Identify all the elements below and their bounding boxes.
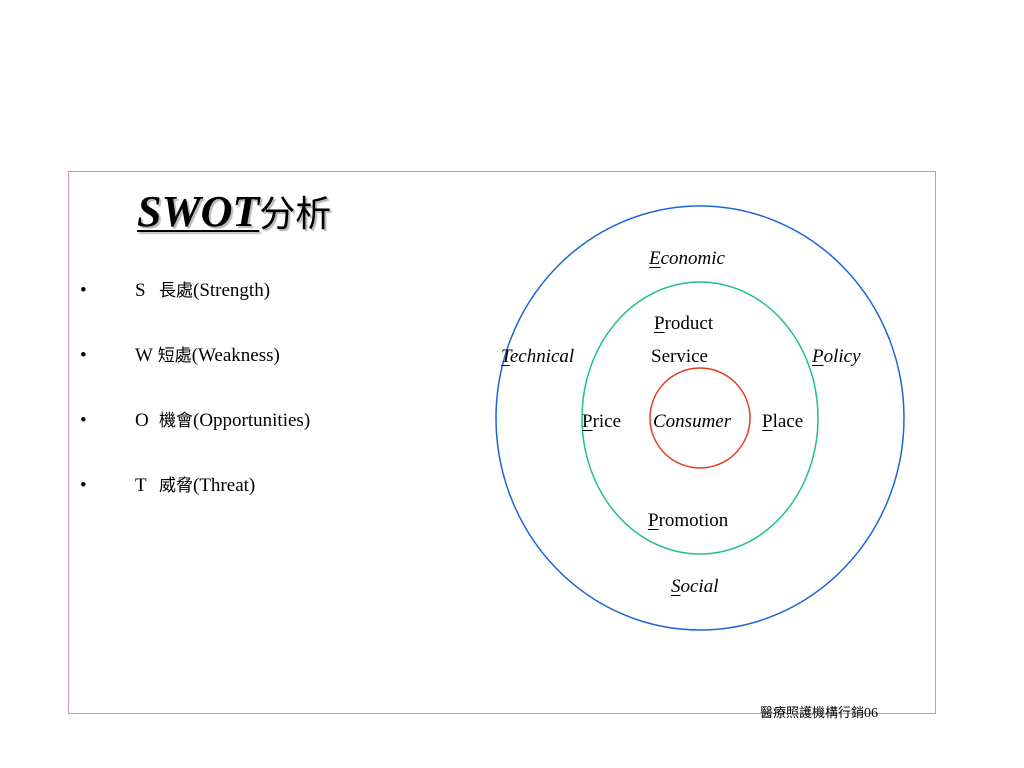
bullet-marker: • (80, 410, 87, 431)
label-place: Place (762, 411, 804, 432)
list-item-strength: • S 長處(Strength) (80, 276, 310, 341)
slide-frame (68, 171, 936, 714)
swot-zh: 機會 (159, 411, 193, 431)
bullet-marker: • (80, 475, 87, 496)
label-product: Product (654, 313, 714, 334)
middle-ring (581, 281, 819, 555)
bullet-marker: • (80, 280, 87, 301)
inner-ring (649, 367, 751, 469)
swot-zh: 短處 (157, 346, 192, 366)
swot-zh: 威脅 (159, 476, 193, 496)
list-item-opportunities: • O 機會(Opportunities) (80, 406, 310, 471)
label-policy: Policy (812, 346, 861, 367)
list-item-threat: • T 威脅(Threat) (80, 471, 310, 536)
swot-letter: W (135, 345, 153, 366)
label-price: Price (582, 411, 622, 432)
swot-en: (Opportunities) (193, 410, 311, 431)
slide-title: SWOT分析 (137, 186, 331, 241)
swot-letter: S (135, 280, 146, 301)
title-zh: 分析 (259, 194, 332, 235)
footer-text: 醫療照護機構行銷 (760, 706, 865, 721)
title-en: SWOT (137, 187, 260, 236)
swot-en: (Threat) (193, 475, 256, 496)
outer-ring (495, 205, 905, 631)
list-item-weakness: • W 短處(Weakness) (80, 341, 310, 406)
label-service: Service (651, 346, 708, 367)
label-promotion: Promotion (648, 510, 729, 531)
swot-en: (Strength) (193, 280, 271, 301)
bullet-marker: • (80, 345, 87, 366)
swot-letter: O (135, 410, 149, 431)
label-social: Social (671, 576, 719, 597)
swot-en: (Weakness) (191, 345, 280, 366)
label-economic: Economic (649, 248, 725, 269)
swot-letter: T (135, 475, 147, 496)
page-number: 06 (864, 706, 879, 721)
swot-zh: 長處 (159, 281, 193, 301)
slide-footer: 醫療照護機構行銷06 (760, 702, 878, 722)
label-technical: Technical (501, 346, 575, 367)
label-consumer: Consumer (653, 411, 732, 432)
swot-list: • S 長處(Strength) • W 短處(Weakness) • O 機會(O… (80, 276, 310, 536)
